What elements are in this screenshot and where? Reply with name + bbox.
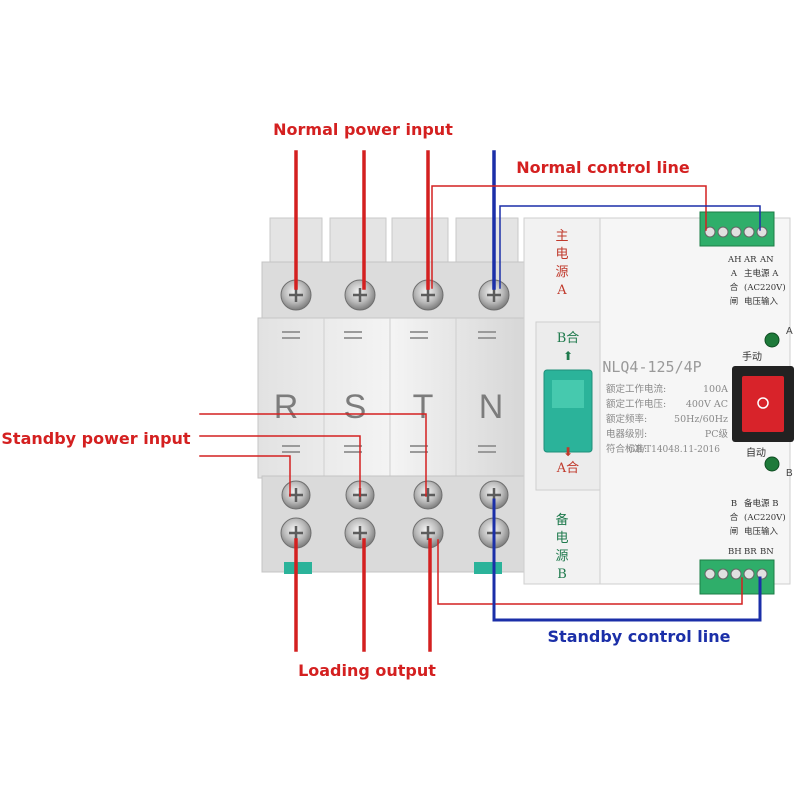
separator-marks: [282, 331, 496, 453]
arrow-up-icon: ⬆: [563, 349, 573, 363]
terminal-desc: A: [730, 269, 738, 279]
terminal-screw-icon: [704, 568, 716, 580]
standby-input-wire: [199, 413, 427, 497]
normal-control-neutral: [499, 205, 761, 289]
terminal-info: 主电源 A: [744, 268, 779, 279]
device-body: [257, 217, 527, 574]
auto-label: 自动: [746, 446, 766, 459]
main-source-char: 主: [555, 229, 568, 244]
callout-normal-power-input: Normal power input: [273, 120, 453, 139]
callout-standby-power-input: Standby power input: [1, 429, 191, 448]
terminal-info: 电压输入: [744, 526, 779, 537]
loading-output-wires: [294, 538, 432, 652]
indicator-b-led: [764, 456, 780, 472]
base-clip: [284, 562, 312, 574]
terminal-label: AH: [727, 255, 742, 265]
terminal-info: 备电源 B: [744, 498, 778, 509]
main-source-char: 源: [555, 265, 568, 280]
terminal-screw-icon: [756, 226, 768, 238]
standby-input-wire: [199, 435, 361, 497]
handle-grip: [552, 380, 584, 408]
terminal-screw-icon: [743, 226, 755, 238]
power-o-icon: [757, 397, 769, 409]
standby-control-live: [437, 539, 743, 605]
pole-label: N: [479, 388, 504, 426]
manual-label: 手动: [742, 350, 762, 363]
backup-source-char: 电: [555, 531, 568, 546]
terminal-desc: 合: [730, 282, 739, 293]
terminal-info: (AC220V): [744, 512, 786, 523]
b-close-label: B合: [557, 331, 580, 346]
indicator-a-led: [764, 332, 780, 348]
spec-label: 电器级别:: [606, 428, 647, 440]
terminal-info: (AC220V): [744, 282, 786, 293]
backup-source-char: 源: [555, 549, 568, 564]
terminal-desc: 合: [730, 512, 739, 523]
spec-value: 100A: [703, 384, 728, 395]
terminal-label: AN: [759, 255, 774, 265]
spec-label: 额定工作电压:: [606, 398, 666, 410]
backup-source-char: B: [557, 567, 567, 582]
top-ribs: [269, 217, 519, 269]
spec-value: 400V AC: [686, 399, 728, 410]
terminal-screw-icon: [717, 568, 729, 580]
pole-label: T: [413, 388, 434, 426]
wires: [199, 150, 762, 652]
terminal-screw-icon: [717, 226, 729, 238]
indicator-a-label: A: [786, 326, 793, 337]
main-source-char: 电: [555, 247, 568, 262]
terminal-screw-icon: [704, 226, 716, 238]
terminal-screw-icon: [743, 568, 755, 580]
spec-value: GB/T14048.11-2016: [628, 445, 720, 455]
spec-value: PC级: [705, 428, 729, 440]
main-source-char: A: [556, 283, 567, 298]
terminal-screw-icon: [730, 226, 742, 238]
normal-control-live: [431, 185, 707, 289]
spec-value: 50Hz/60Hz: [674, 414, 728, 425]
terminal-desc: B: [731, 499, 737, 509]
base-clip: [474, 562, 502, 574]
a-close-label: A合: [556, 461, 579, 476]
terminal-label: BH: [728, 547, 742, 557]
terminal-label: BR: [744, 547, 757, 557]
terminal-label: AR: [743, 255, 757, 265]
arrow-down-icon: ⬇: [563, 445, 573, 459]
pole-label: R: [274, 388, 299, 426]
indicator-b-label: B: [786, 468, 793, 479]
callout-loading-output: Loading output: [298, 661, 436, 680]
standby-control-neutral: [492, 498, 762, 622]
spec-label: 符合标准:: [606, 443, 647, 455]
callout-standby-control-line: Standby control line: [548, 627, 731, 646]
model-label: NLQ4-125/4P: [602, 358, 701, 376]
normal-power-wires: [294, 150, 430, 290]
terminal-label: BN: [760, 547, 774, 557]
spec-label: 额定频率:: [606, 413, 647, 425]
mode-switch[interactable]: [742, 376, 784, 432]
terminal-desc: 闸: [730, 527, 739, 537]
pole-letters: R S T N: [274, 388, 504, 426]
spec-label: 额定工作电流:: [606, 383, 666, 395]
terminal-screw-icon: [730, 568, 742, 580]
terminal-info: 电压输入: [744, 296, 779, 307]
backup-source-char: 备: [555, 512, 568, 528]
terminal-desc: 闸: [730, 297, 739, 307]
standby-input-wire: [199, 455, 291, 497]
callout-normal-control-line: Normal control line: [516, 158, 690, 177]
controller-module: 主 电 源 A 备 电 源 B B合 ⬆ ⬇ A合 NLQ4-125/4P 额定…: [523, 211, 794, 595]
pole-label: S: [344, 388, 367, 426]
